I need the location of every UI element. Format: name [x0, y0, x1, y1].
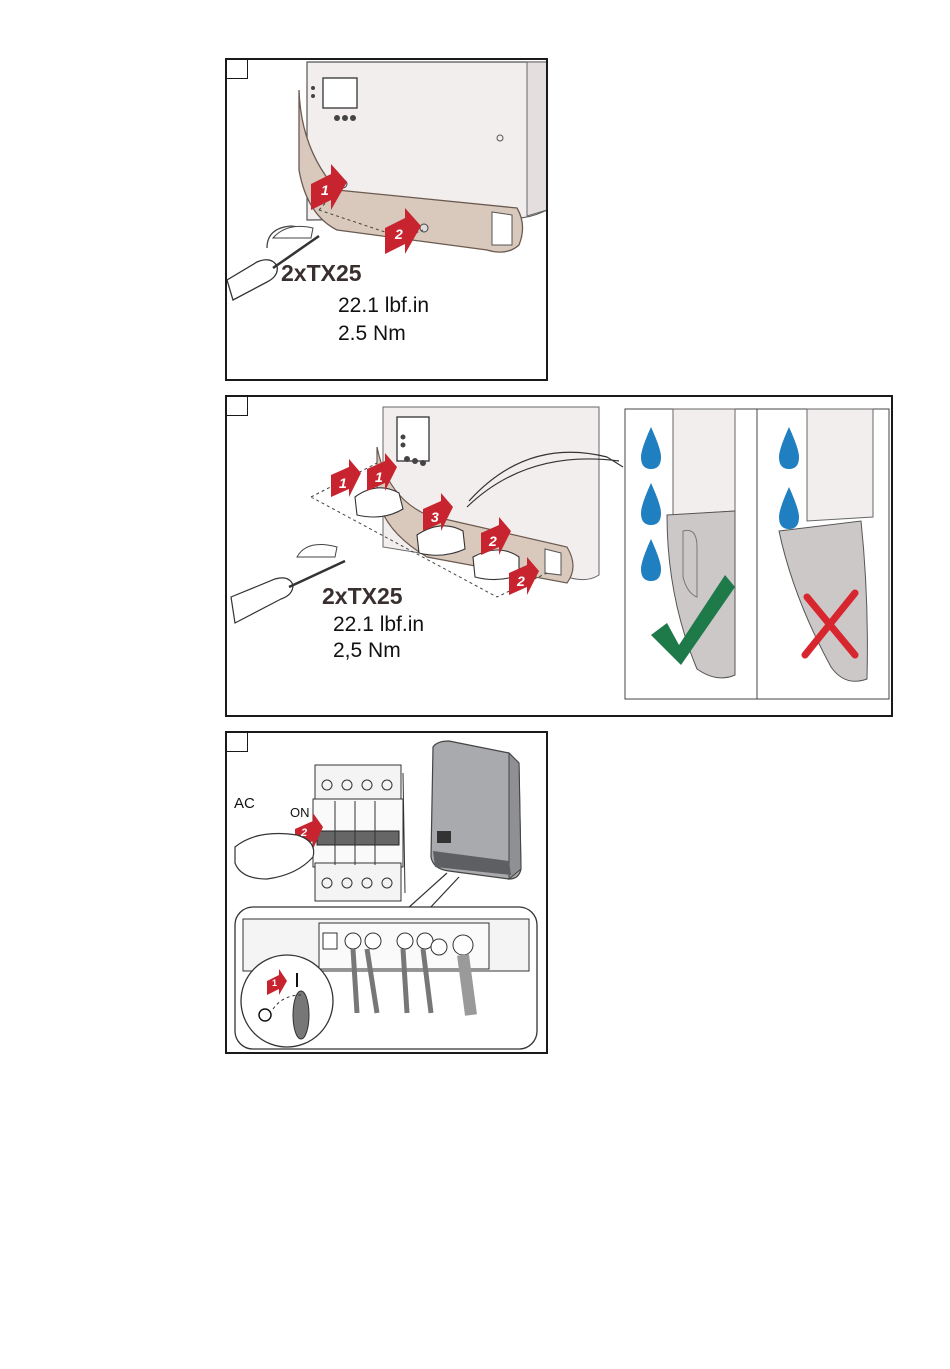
arrow-number: 1	[375, 469, 383, 485]
step-3-panel: AC ON 2 1	[225, 731, 548, 1054]
step-2-illustration	[227, 397, 893, 717]
arrow-number: 3	[431, 509, 439, 525]
dc-switch-zoom	[241, 955, 333, 1047]
arrow-number-1: 1	[321, 182, 329, 198]
torque-metric: 2,5 Nm	[333, 637, 401, 664]
on-label: ON	[290, 805, 310, 820]
arrow-number-2: 2	[395, 226, 403, 242]
torque-metric: 2.5 Nm	[338, 320, 406, 347]
torque-imperial: 22.1 lbf.in	[333, 611, 424, 638]
torque-imperial: 22.1 lbf.in	[338, 292, 429, 319]
hand-icon	[235, 834, 314, 880]
tool-label: 2xTX25	[322, 583, 403, 610]
step-2-panel: 2xTX25 22.1 lbf.in 2,5 Nm 1 1 3 2 2	[225, 395, 893, 717]
ac-label: AC	[234, 795, 255, 812]
rotate-arrow-icon	[297, 545, 337, 557]
hand-icon	[355, 488, 403, 517]
inverter-icon	[431, 741, 521, 879]
arrow-number-1: 1	[272, 978, 277, 988]
display-window	[323, 78, 357, 108]
dc-switch-icon	[293, 991, 309, 1039]
step-3-illustration	[227, 733, 548, 1054]
arrow-number: 2	[517, 573, 525, 589]
step-1-panel: 2xTX25 22.1 lbf.in 2.5 Nm 1 2	[225, 58, 548, 381]
arrow-number: 2	[489, 533, 497, 549]
circuit-breaker-icon	[313, 765, 405, 901]
step-number-box	[227, 60, 248, 79]
step-number-box	[227, 397, 248, 416]
tool-label: 2xTX25	[281, 260, 362, 287]
arrow-number: 1	[339, 475, 347, 491]
arrow-number-2: 2	[301, 827, 307, 839]
step-number-box	[227, 733, 248, 752]
